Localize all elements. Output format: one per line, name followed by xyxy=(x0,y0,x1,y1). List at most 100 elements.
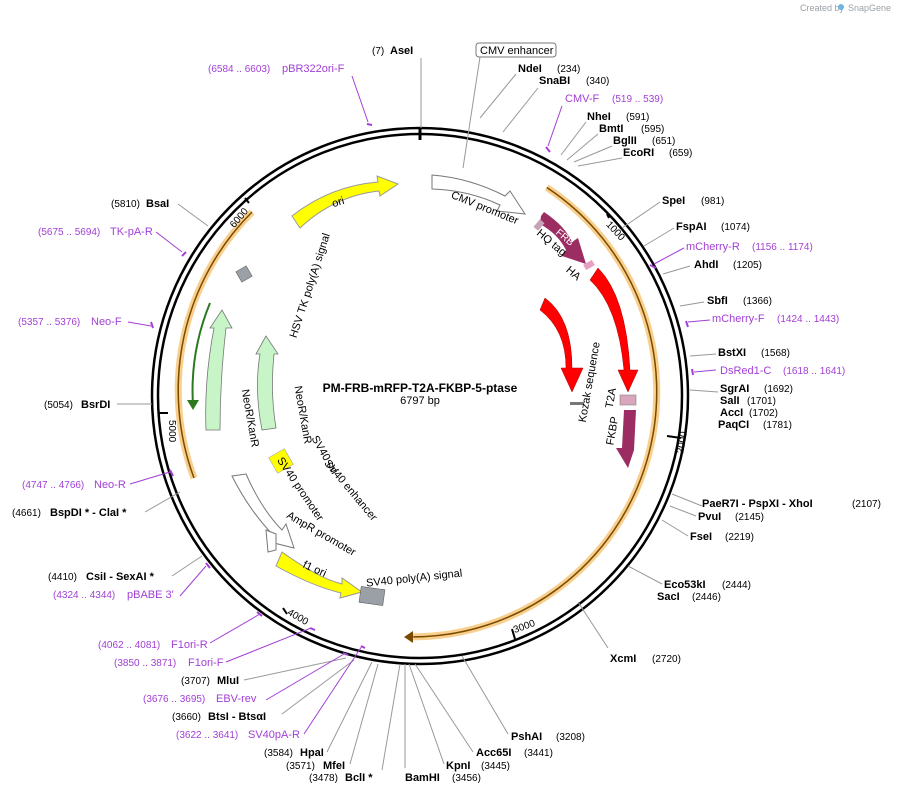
svg-text:DsRed1-C: DsRed1-C xyxy=(720,365,771,377)
ori-arrow xyxy=(291,175,400,229)
svg-text:(4410): (4410) xyxy=(48,572,77,583)
svg-text:(1692): (1692) xyxy=(764,384,793,395)
svg-text:SalI: SalI xyxy=(720,395,740,407)
primer-neo-r: (4747 .. 4766)Neo-R xyxy=(22,479,126,491)
site-ahdi: AhdI(1205) xyxy=(694,259,762,271)
svg-text:mCherry-F: mCherry-F xyxy=(712,313,765,325)
svg-text:BstXI: BstXI xyxy=(718,347,746,359)
svg-text:FseI: FseI xyxy=(690,531,712,543)
snapgene-credit: Created by SnapGene xyxy=(800,3,891,13)
hsv-tk-polya-box xyxy=(235,265,253,283)
svg-text:(1781): (1781) xyxy=(763,420,792,431)
primer-ebv-rev: (3676 .. 3695) EBV-rev xyxy=(143,693,257,705)
svg-text:(3456): (3456) xyxy=(452,773,481,784)
primer-dsred1-c: DsRed1-C (1618 .. 1641) xyxy=(720,365,845,377)
site-mlui: (3707)MluI xyxy=(181,675,239,687)
svg-text:EBV-rev: EBV-rev xyxy=(216,693,257,705)
t2a-box xyxy=(619,394,637,406)
site-fsei: FseI(2219) xyxy=(690,531,754,543)
plasmid-length: 6797 bp xyxy=(400,395,440,407)
tick-4000: 4000 xyxy=(285,607,310,628)
ha-label: HA xyxy=(563,264,583,283)
site-csii-sexai: (4410)CsiI - SexAI * xyxy=(48,571,155,583)
svg-text:(3850 .. 3871): (3850 .. 3871) xyxy=(114,658,176,669)
sv40-ori-box xyxy=(268,448,294,474)
svg-text:(4661): (4661) xyxy=(12,508,41,519)
svg-text:(2145): (2145) xyxy=(735,512,764,523)
svg-text:(1618 .. 1641): (1618 .. 1641) xyxy=(783,366,845,377)
primer-cmv-f: CMV-F(519 .. 539) xyxy=(565,93,663,105)
svg-text:(1074): (1074) xyxy=(721,222,750,233)
svg-text:NdeI: NdeI xyxy=(518,63,542,75)
site-ecori: EcoRI(659) xyxy=(623,147,692,159)
f1-ori-arrow xyxy=(275,551,364,599)
site-paqci: PaqCI (1781) xyxy=(718,419,792,431)
sv40-polya-label: SV40 poly(A) signal xyxy=(366,568,463,590)
svg-text:AccI: AccI xyxy=(720,407,743,419)
primer-tk-pa-r: (5675 .. 5694)TK-pA-R xyxy=(38,226,153,238)
svg-text:BmtI: BmtI xyxy=(599,123,623,135)
ori-label: ori xyxy=(331,195,346,210)
site-bsrdi: (5054)BsrDI xyxy=(44,399,110,411)
svg-text:PaeR7I - PspXI - XhoI: PaeR7I - PspXI - XhoI xyxy=(702,498,813,510)
svg-text:PshAI: PshAI xyxy=(511,731,542,743)
svg-text:BspDI * - ClaI *: BspDI * - ClaI * xyxy=(50,507,127,519)
svg-text:(1366): (1366) xyxy=(743,296,772,307)
svg-text:(234): (234) xyxy=(557,64,580,75)
site-kpni: KpnI(3445) xyxy=(446,760,510,772)
svg-text:(7): (7) xyxy=(372,46,384,57)
primer-leader-lines xyxy=(127,75,717,735)
svg-text:(5357 .. 5376): (5357 .. 5376) xyxy=(18,317,80,328)
tick-2000: 2000 xyxy=(675,430,690,454)
site-xcmi: XcmI(2720) xyxy=(610,653,681,665)
svg-text:(2720): (2720) xyxy=(652,654,681,665)
svg-text:(3441): (3441) xyxy=(524,748,553,759)
svg-text:BsaI: BsaI xyxy=(146,198,169,210)
svg-text:(5054): (5054) xyxy=(44,400,73,411)
primer-f1ori-f: (3850 .. 3871)F1ori-F xyxy=(114,657,224,669)
fkbp-label: FKBP xyxy=(604,416,621,446)
svg-text:(2444): (2444) xyxy=(722,580,751,591)
primer-mcherry-r: mCherry-R(1156 .. 1174) xyxy=(686,241,813,253)
site-bcli: (3478)BclI * xyxy=(309,772,373,784)
svg-text:(6584 .. 6603): (6584 .. 6603) xyxy=(208,64,270,75)
primers: (6584 .. 6603) pBR322ori-F CMV-F(519 .. 5… xyxy=(18,63,845,741)
svg-text:PaqCI: PaqCI xyxy=(718,419,749,431)
neo-inner-arc xyxy=(191,302,211,406)
svg-text:SgrAI: SgrAI xyxy=(720,383,749,395)
site-acci: AccI(1702) xyxy=(720,407,778,419)
svg-text:(2446): (2446) xyxy=(692,592,721,603)
svg-text:(3622 .. 3641): (3622 .. 3641) xyxy=(176,730,238,741)
svg-text:(3660): (3660) xyxy=(172,712,201,723)
leader-lines xyxy=(117,58,719,771)
svg-text:NheI: NheI xyxy=(587,111,611,123)
svg-text:(3676 .. 3695): (3676 .. 3695) xyxy=(143,694,205,705)
svg-text:SpeI: SpeI xyxy=(662,195,685,207)
svg-text:AhdI: AhdI xyxy=(694,259,718,271)
svg-text:(5675 .. 5694): (5675 .. 5694) xyxy=(38,227,100,238)
svg-text:pBR322ori-F: pBR322ori-F xyxy=(282,63,345,75)
site-saci: SacI (2446) xyxy=(657,591,721,603)
svg-text:pBABE 3': pBABE 3' xyxy=(127,589,174,601)
site-acc65i: Acc65I(3441) xyxy=(476,747,553,759)
svg-text:PvuI: PvuI xyxy=(698,511,721,523)
site-btsi: (3660)BtsI - BtsαI xyxy=(172,711,266,723)
orf-arc-main xyxy=(413,186,658,638)
site-mfei: (3571)MfeI xyxy=(286,760,345,772)
sv40-promoter-label: SV40 promoter xyxy=(274,455,326,523)
svg-text:KpnI: KpnI xyxy=(446,760,470,772)
plasmid-name: PM-FRB-mRFP-T2A-FKBP-5-ptase xyxy=(323,381,518,395)
mrfp1-arrow-outer xyxy=(589,267,639,393)
site-bglii: BglII(651) xyxy=(613,135,675,147)
svg-text:BamHI: BamHI xyxy=(405,772,440,784)
credit-brand: SnapGene xyxy=(848,3,891,13)
site-sgrai: SgrAI (1692) xyxy=(720,383,793,395)
cmv-enhancer-callout: CMV enhancer xyxy=(462,42,557,169)
sv40-enhancer-label: SV40 enhancer xyxy=(321,458,379,524)
site-fspai: FspAI(1074) xyxy=(676,221,750,233)
kozak-mark xyxy=(570,402,584,405)
ampr-promoter-arrow xyxy=(265,529,277,553)
svg-text:SacI: SacI xyxy=(657,591,680,603)
svg-text:(1568): (1568) xyxy=(761,348,790,359)
